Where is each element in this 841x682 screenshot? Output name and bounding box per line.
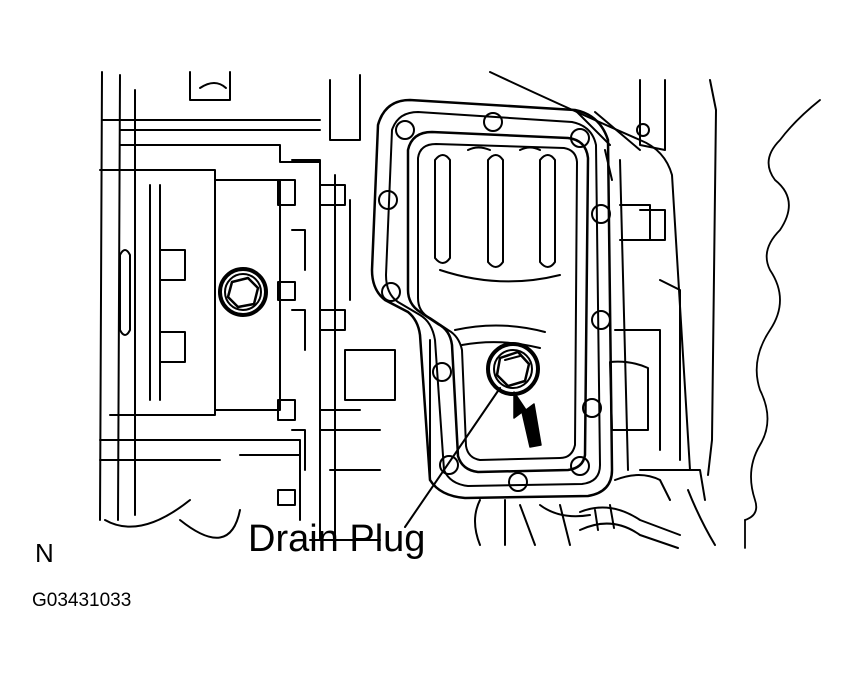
pointer-arrow xyxy=(513,391,542,448)
housing-bolt xyxy=(218,267,268,317)
lower-pipes xyxy=(474,489,716,549)
figure-code: G03431033 xyxy=(32,590,132,611)
right-contour xyxy=(744,99,821,549)
drain-plug-label: Drain Plug xyxy=(248,518,426,560)
oil-pan xyxy=(370,98,614,500)
right-housing xyxy=(489,71,717,501)
view-indicator: N xyxy=(35,538,54,568)
leader-line xyxy=(404,387,501,528)
pan-bolts xyxy=(378,112,611,492)
left-housing xyxy=(99,71,396,541)
drain-plug-bolt xyxy=(486,342,540,396)
